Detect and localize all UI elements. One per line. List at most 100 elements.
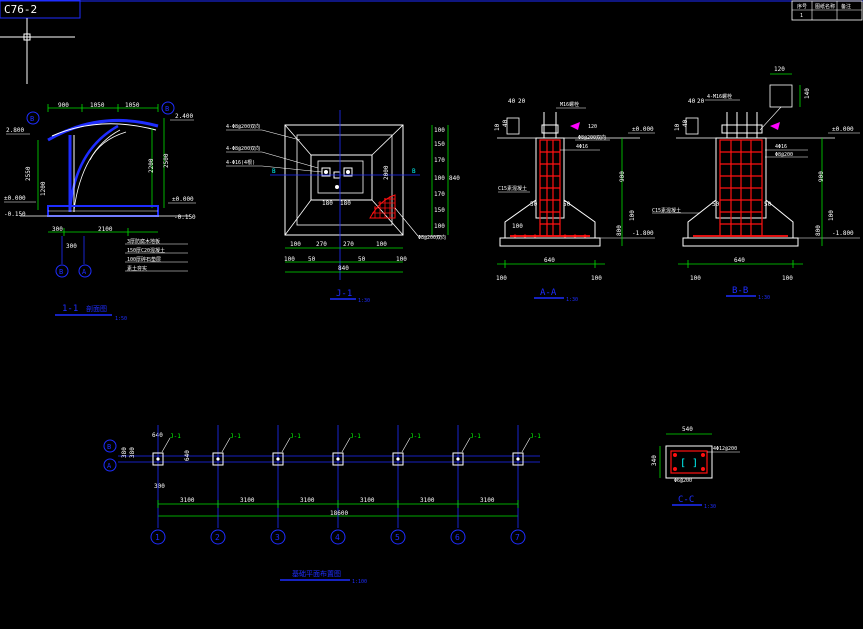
cc-leader: 4Φ12@200 <box>713 446 737 452</box>
fplan-dim-380-b: 380 <box>129 447 136 458</box>
s1-title: 1-1 <box>62 304 78 314</box>
foundation-plan: B A 640 380 380 300 640 J-11J-12J-13J-14… <box>103 425 541 585</box>
j1-leader-2: 4-Φ8@200双向 <box>226 145 260 152</box>
s1-elev-4: -0.150 <box>4 211 26 218</box>
s1-right-dim-2: 2500 <box>163 153 170 168</box>
j1-bdim-4: 100 <box>376 241 387 248</box>
s1-left-dim-2: 1200 <box>40 181 47 196</box>
fplan-axis-label: 2 <box>215 533 220 542</box>
fplan-scale: 1:100 <box>352 579 367 585</box>
fplan-dim-380-a: 380 <box>121 447 128 458</box>
fplan-tag-leader <box>341 437 351 453</box>
fplan-axis-label: 1 <box>155 533 160 542</box>
fplan-axis-label: 5 <box>395 533 400 542</box>
j1-leader-1: 4-Φ8@200双向 <box>226 123 260 130</box>
s1-axis-bottom-a: A <box>82 268 87 276</box>
s1-right-dim-1: 2200 <box>148 158 155 173</box>
j1-rdim-4: 100 <box>434 175 445 182</box>
fplan-footing-dot <box>396 457 400 461</box>
bb-leader-1: 4Φ16 <box>775 144 787 150</box>
j1-rdim-1: 100 <box>434 127 445 134</box>
s1-axis-top-right: B <box>165 105 169 113</box>
j1-bodim-2: 50 <box>308 256 316 263</box>
fplan-axis-label: 4 <box>335 533 340 542</box>
j1-section-mark-1: B <box>272 168 276 175</box>
plan-j1: B B 4-Φ8@200双向 4-Φ8@200双向 4-Φ16(4根) Φ8@2… <box>226 110 460 304</box>
fplan-span-dim: 3100 <box>360 497 375 504</box>
j1-inner-3: 2000 <box>383 165 390 180</box>
fplan-footing <box>152 452 164 466</box>
j1-total: 840 <box>338 265 349 272</box>
title-row-1: 1 <box>800 13 803 19</box>
aa-bolt-label: M16螺栓 <box>560 101 579 108</box>
fplan-row-a: A <box>107 462 112 470</box>
aa-vdim-1: 900 <box>619 171 626 182</box>
bb-vdim-1: 900 <box>818 171 825 182</box>
fplan-footing-dot <box>156 457 160 461</box>
j1-leader-3: 4-Φ16(4根) <box>226 159 255 166</box>
aa-bdim-1: 100 <box>496 275 507 282</box>
title-col-2: 图纸名称 <box>815 3 835 10</box>
aa-small-3: 100 <box>512 223 523 230</box>
j1-bdim-2: 270 <box>316 241 327 248</box>
aa-num-10: 10 <box>494 123 501 131</box>
aa-title: A-A <box>540 288 557 298</box>
fplan-footing-tag: J-1 <box>470 433 481 440</box>
j1-scale: 1:30 <box>358 298 370 304</box>
fplan-axis-bubble <box>150 529 166 545</box>
bb-small-1: 50 <box>712 201 720 208</box>
fplan-span-dim: 3100 <box>300 497 315 504</box>
j1-rdim-3: 170 <box>434 157 445 164</box>
bb-box-w: 120 <box>774 66 785 73</box>
fplan-footing <box>452 452 464 466</box>
fplan-footing-dot <box>516 457 520 461</box>
aa-vdim-3: 800 <box>616 225 623 236</box>
fplan-span-dim: 3100 <box>240 497 255 504</box>
s1-elev-6: -0.150 <box>174 214 196 221</box>
aa-num-40: 40 <box>502 119 509 127</box>
aa-bdim-2: 640 <box>544 257 555 264</box>
section-a-a: 40 20 10 40 M16螺栓 120 4Φ16 C15素混凝土 Φ8@20… <box>494 98 655 303</box>
fplan-footing-dot <box>216 457 220 461</box>
fplan-span-dim: 3100 <box>420 497 435 504</box>
fplan-axis-bubble <box>270 529 286 545</box>
fplan-footing <box>392 452 404 466</box>
fplan-tag-leader <box>401 437 411 453</box>
fplan-footing-tag: J-1 <box>410 433 421 440</box>
s1-top-dim-2: 1050 <box>90 102 105 109</box>
fplan-row-b: B <box>107 443 111 451</box>
cc-title: C-C <box>678 495 694 505</box>
s1-subtitle: 剖面图 <box>86 304 107 313</box>
fplan-axis-bubble <box>330 529 346 545</box>
aa-scale: 1:30 <box>566 297 578 303</box>
j1-bdim-3: 270 <box>343 241 354 248</box>
bb-bolt-label: 4-M16螺栓 <box>707 93 732 100</box>
aa-small-1: 50 <box>530 201 538 208</box>
bb-title: B-B <box>732 286 748 296</box>
j1-inner-1: 180 <box>322 200 333 207</box>
s1-legend-4: 素土夯实 <box>127 265 147 272</box>
fplan-span-dim: 3100 <box>180 497 195 504</box>
fplan-footing <box>272 452 284 466</box>
fplan-axis-label: 3 <box>275 533 280 542</box>
fplan-axis-bubble <box>210 529 226 545</box>
fplan-footing-tag: J-1 <box>350 433 361 440</box>
title-col-3: 备注 <box>841 3 851 10</box>
aa-elev-bottom: -1.800 <box>632 230 654 237</box>
bb-weld-symbol-icon <box>770 122 780 130</box>
fplan-title: 基础平面布置图 <box>292 569 341 578</box>
crosshair-cursor-icon <box>0 18 75 84</box>
fplan-axis-label: 7 <box>515 533 520 542</box>
bb-top-1: 40 <box>688 98 696 105</box>
s1-elev-3: ±0.000 <box>4 195 26 202</box>
cc-width: 540 <box>682 426 693 433</box>
aa-num-120: 120 <box>588 124 597 130</box>
j1-leader-4: Φ8@200双向 <box>418 234 446 241</box>
fplan-footing-tag: J-1 <box>530 433 541 440</box>
section-c-c: 540 340 [ ] 4Φ12@200 Φ6@200 C-C 1:30 <box>651 426 740 510</box>
aa-leader-1: 4Φ16 <box>576 144 588 150</box>
fplan-dim-300: 300 <box>154 483 165 490</box>
fplan-footing-tag: J-1 <box>230 433 241 440</box>
bb-scale: 1:30 <box>758 295 770 301</box>
